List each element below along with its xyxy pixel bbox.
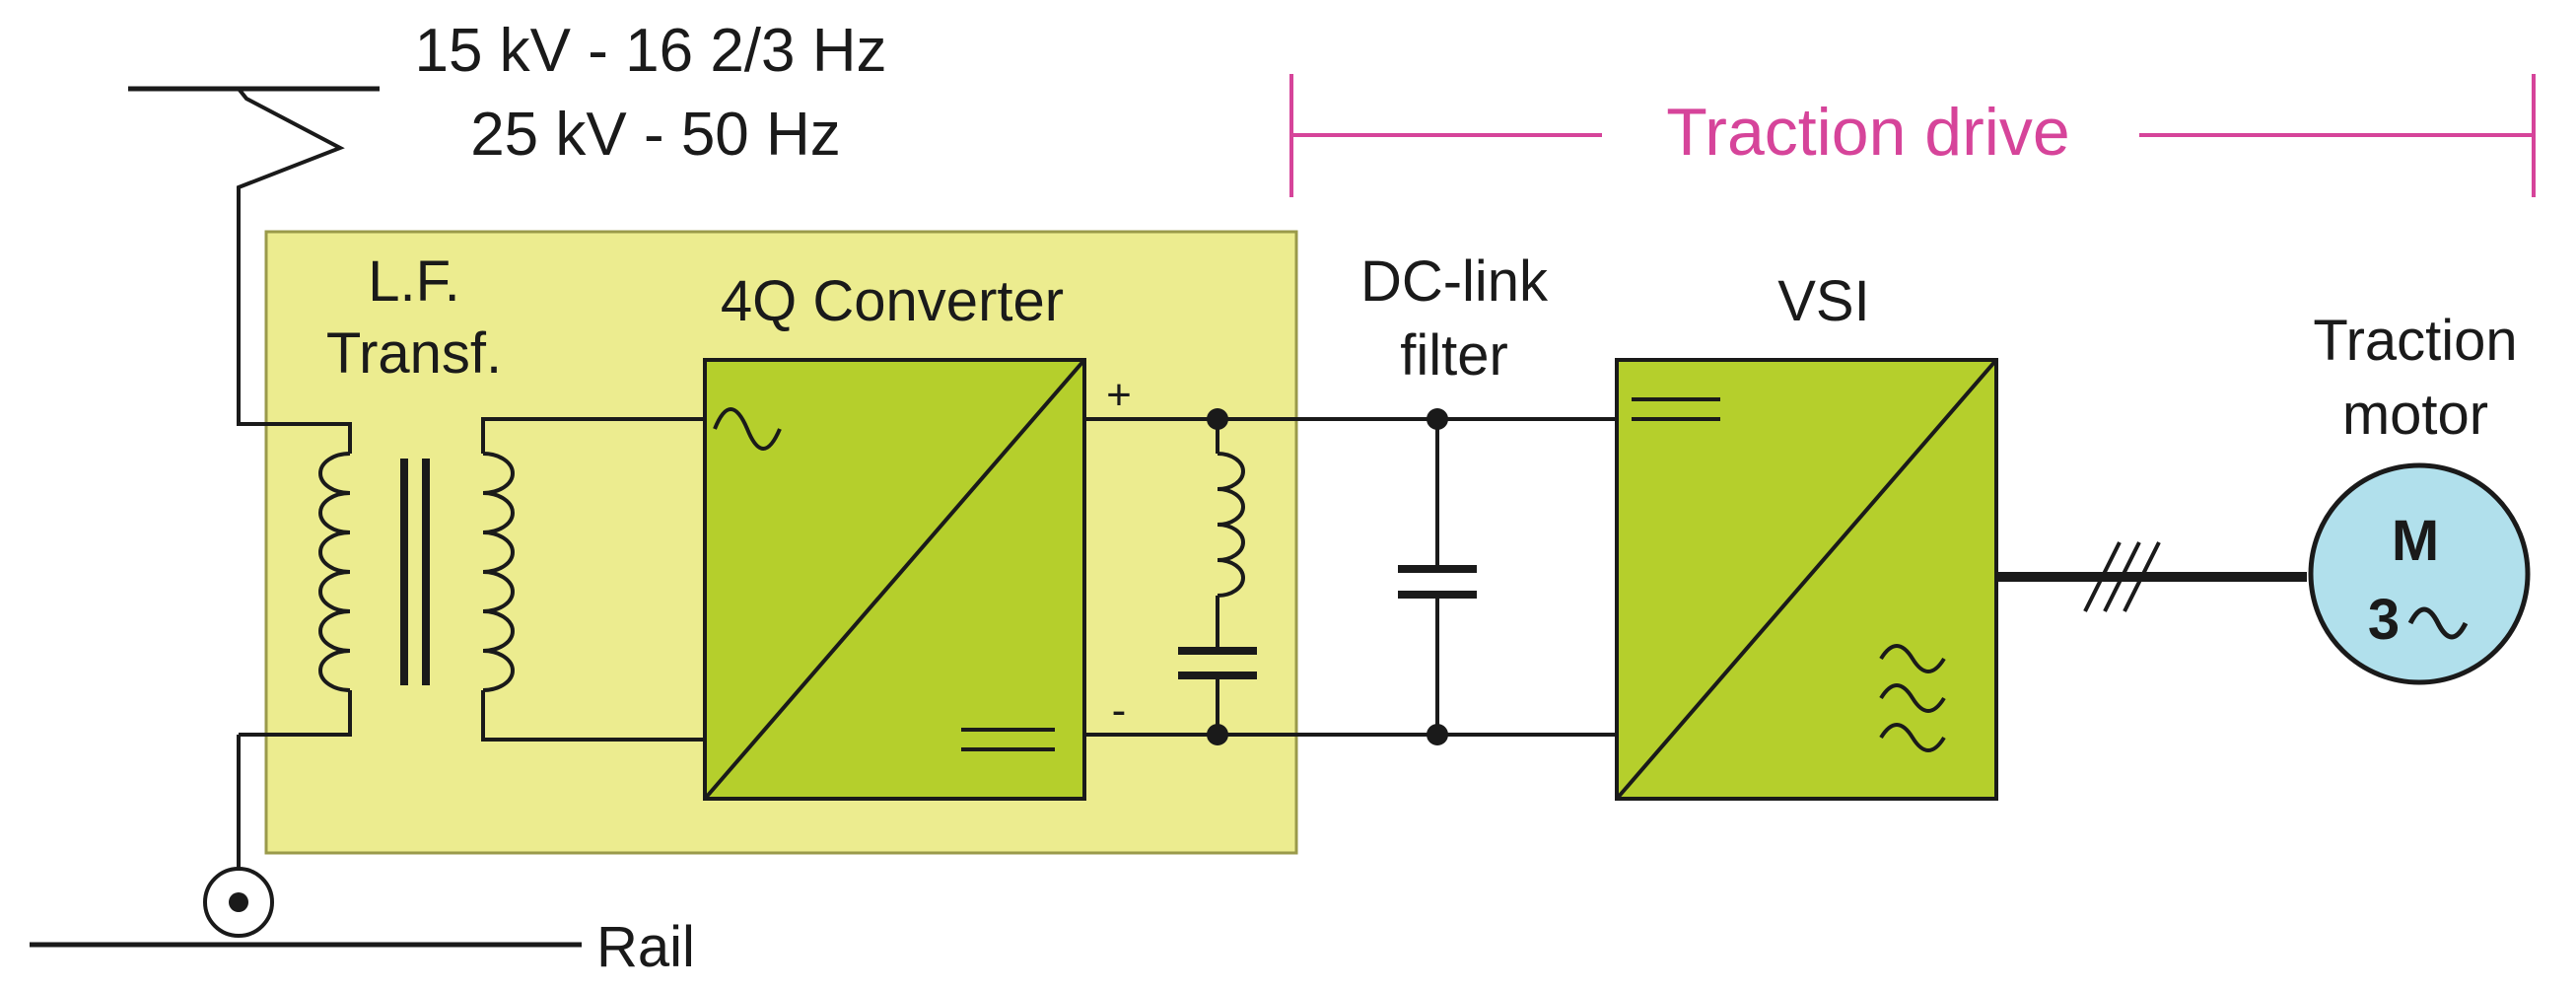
lc-resonant-branch xyxy=(1178,419,1257,735)
wheel-axle xyxy=(229,892,248,912)
junction-dot xyxy=(1427,408,1448,430)
traction-motor-icon xyxy=(2308,462,2531,685)
motor-symbol-phases: 3 xyxy=(2368,588,2400,652)
rail-label: Rail xyxy=(596,915,695,979)
ac-sine-icon xyxy=(2407,606,2469,640)
dc-symbol-icon xyxy=(1632,397,1720,421)
motor-label-line1: Traction xyxy=(2313,309,2517,373)
traction-drive-label: Traction drive xyxy=(1666,95,2069,170)
vsi-label: VSI xyxy=(1777,269,1870,333)
converter-minus-label: - xyxy=(1112,686,1127,735)
traction-drive-span xyxy=(1289,74,2536,197)
junction-dot xyxy=(1427,724,1448,745)
dc-link-label-line1: DC-link xyxy=(1360,249,1549,314)
ac-sine-icon xyxy=(713,407,782,451)
vsi-block xyxy=(1615,358,1998,801)
supply-voltage-line2: 25 kV - 50 Hz xyxy=(470,101,841,169)
three-phase-tick-marks xyxy=(2083,541,2161,612)
dc-link-label-line2: filter xyxy=(1400,323,1508,388)
converter-label: 4Q Converter xyxy=(721,269,1064,333)
dc-link-capacitor xyxy=(1398,419,1477,735)
supply-voltage-line1: 15 kV - 16 2/3 Hz xyxy=(414,17,886,85)
motor-symbol-m: M xyxy=(2392,509,2439,573)
transformer-label-line2: Transf. xyxy=(326,321,502,386)
junction-dot xyxy=(1207,408,1228,430)
junction-dot xyxy=(1207,724,1228,745)
transformer-symbol xyxy=(239,417,705,742)
three-phase-ac-icon xyxy=(1879,644,1946,752)
transformer-label-line1: L.F. xyxy=(368,249,460,314)
motor-label-line2: motor xyxy=(2342,383,2488,447)
converter-plus-label: + xyxy=(1106,371,1132,419)
dc-symbol-icon xyxy=(961,728,1055,751)
converter-block xyxy=(703,358,1086,801)
